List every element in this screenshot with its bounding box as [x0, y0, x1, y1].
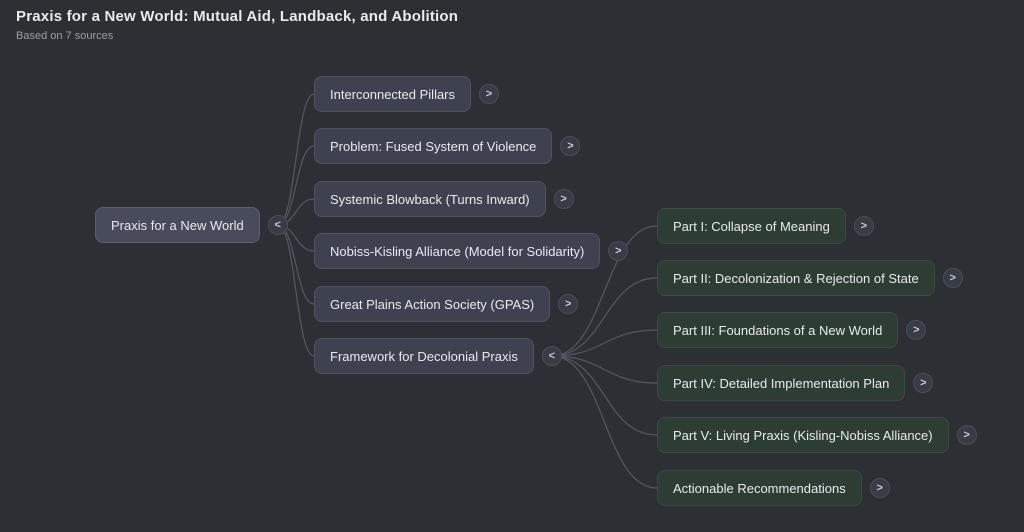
node-great-plains-action-society[interactable]: Great Plains Action Society (GPAS): [314, 286, 551, 322]
expand-node-button[interactable]: >: [479, 84, 500, 104]
expand-node-button[interactable]: >: [560, 136, 581, 156]
node-part-iv-detailed-implementation-plan[interactable]: Part IV: Detailed Implementation Plan: [657, 365, 906, 401]
node-row: Part V: Living Praxis (Kisling-Nobiss Al…: [657, 417, 977, 453]
expand-node-button[interactable]: >: [553, 189, 574, 209]
node-row: Problem: Fused System of Violence >: [314, 128, 581, 164]
node-row: Framework for Decolonial Praxis <: [314, 338, 562, 374]
collapse-node-button[interactable]: <: [541, 346, 562, 366]
node-part-iii-foundations-of-a-new-world[interactable]: Part III: Foundations of a New World: [657, 312, 899, 348]
node-row: Praxis for a New World <: [95, 207, 288, 243]
expand-node-button[interactable]: >: [558, 294, 579, 314]
sources-subtitle: Based on 7 sources: [16, 30, 114, 42]
node-problem-fused-system-of-violence[interactable]: Problem: Fused System of Violence: [314, 128, 553, 164]
expand-node-button[interactable]: >: [913, 373, 934, 393]
expand-node-button[interactable]: >: [608, 241, 629, 261]
expand-node-button[interactable]: >: [942, 268, 963, 288]
node-row: Part I: Collapse of Meaning >: [657, 208, 874, 244]
node-part-i-collapse-of-meaning[interactable]: Part I: Collapse of Meaning: [657, 208, 846, 244]
expand-node-button[interactable]: >: [906, 320, 927, 340]
expand-node-button[interactable]: >: [853, 216, 874, 236]
collapse-node-button[interactable]: <: [267, 215, 288, 235]
node-part-v-living-praxis[interactable]: Part V: Living Praxis (Kisling-Nobiss Al…: [657, 417, 949, 453]
node-actionable-recommendations[interactable]: Actionable Recommendations: [657, 470, 862, 506]
connector: [551, 355, 658, 384]
node-row: Part III: Foundations of a New World >: [657, 312, 927, 348]
expand-node-button[interactable]: >: [869, 478, 890, 498]
page-title: Praxis for a New World: Mutual Aid, Land…: [16, 8, 459, 25]
node-row: Actionable Recommendations >: [657, 470, 890, 506]
node-nobiss-kisling-alliance[interactable]: Nobiss-Kisling Alliance (Model for Solid…: [314, 233, 601, 269]
connector: [277, 93, 315, 226]
expand-node-button[interactable]: >: [956, 425, 977, 445]
node-row: Nobiss-Kisling Alliance (Model for Solid…: [314, 233, 629, 269]
connector: [551, 355, 658, 436]
node-row: Part IV: Detailed Implementation Plan >: [657, 365, 934, 401]
node-part-ii-decolonization-rejection-of-state[interactable]: Part II: Decolonization & Rejection of S…: [657, 260, 935, 296]
connector: [551, 355, 658, 489]
connector: [551, 329, 658, 357]
node-interconnected-pillars[interactable]: Interconnected Pillars: [314, 76, 472, 112]
node-row: Systemic Blowback (Turns Inward) >: [314, 181, 574, 217]
connector: [277, 224, 315, 357]
node-praxis-for-a-new-world[interactable]: Praxis for a New World: [95, 207, 260, 243]
node-row: Great Plains Action Society (GPAS) >: [314, 286, 579, 322]
node-row: Part II: Decolonization & Rejection of S…: [657, 260, 963, 296]
node-row: Interconnected Pillars >: [314, 76, 500, 112]
node-systemic-blowback[interactable]: Systemic Blowback (Turns Inward): [314, 181, 546, 217]
header: Praxis for a New World: Mutual Aid, Land…: [16, 8, 458, 42]
node-framework-for-decolonial-praxis[interactable]: Framework for Decolonial Praxis: [314, 338, 534, 374]
